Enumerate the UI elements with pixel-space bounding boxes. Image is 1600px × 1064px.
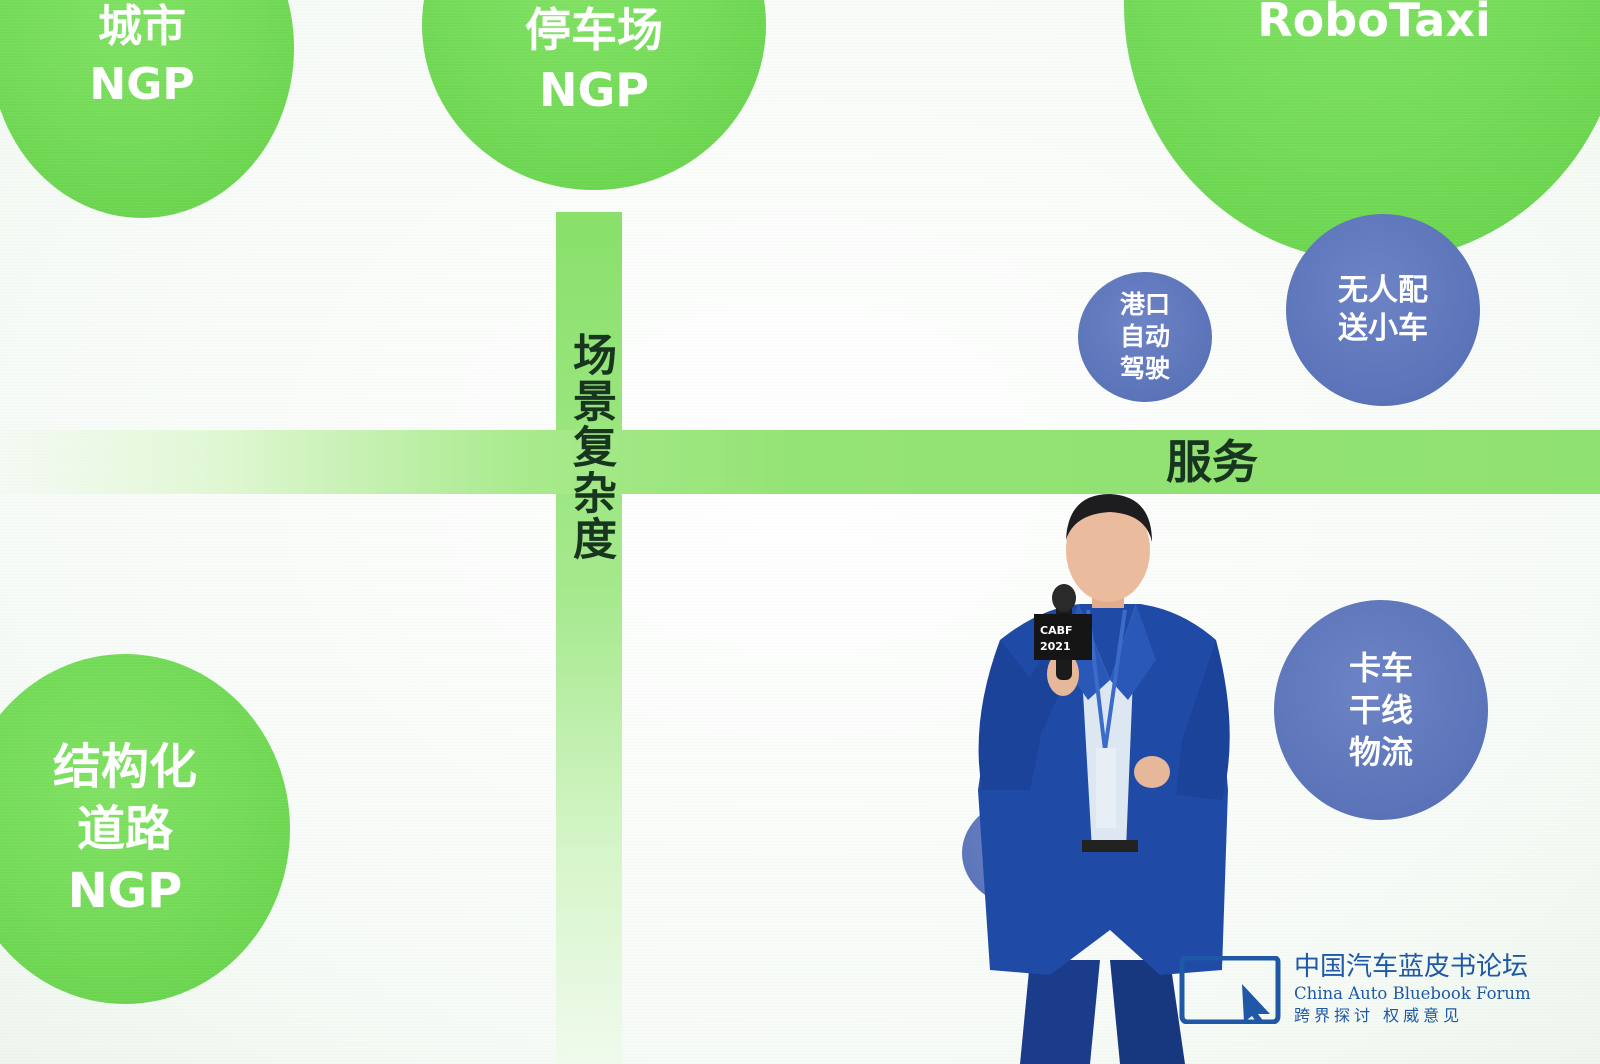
horizontal-axis-label: 服务	[1166, 435, 1258, 489]
bubble-port-autonomous: 港口 自动 驾驶	[1078, 272, 1212, 402]
bubble-parking-ngp: 停车场 NGP	[422, 0, 766, 190]
bubble-structured-road-ngp: 结构化 道路 NGP	[0, 654, 290, 1004]
bubble-unmanned-delivery: 无人配 送小车	[1286, 214, 1480, 406]
bubble-truck-logistics: 卡车 干线 物流	[1274, 600, 1488, 820]
bubble-city-ngp: 城市 NGP	[0, 0, 294, 218]
svg-text:2021: 2021	[1040, 640, 1071, 653]
logo-title-en: China Auto Bluebook Forum	[1294, 984, 1531, 1003]
logo-title-cn: 中国汽车蓝皮书论坛	[1294, 952, 1529, 982]
mic-flag-text: CABF	[1040, 624, 1072, 637]
logo-slogan: 跨界探讨 权威意见	[1294, 1006, 1464, 1025]
forum-logo: 中国汽车蓝皮书论坛 China Auto Bluebook Forum 跨界探讨…	[1178, 950, 1558, 1030]
horizontal-axis-bar	[0, 430, 1600, 494]
speaker-figure: CABF 2021	[960, 490, 1260, 1064]
vertical-axis-label: 场景复杂度	[565, 332, 616, 562]
screen-cursor-icon	[1179, 956, 1281, 1024]
vertical-axis-bar	[556, 212, 622, 1064]
